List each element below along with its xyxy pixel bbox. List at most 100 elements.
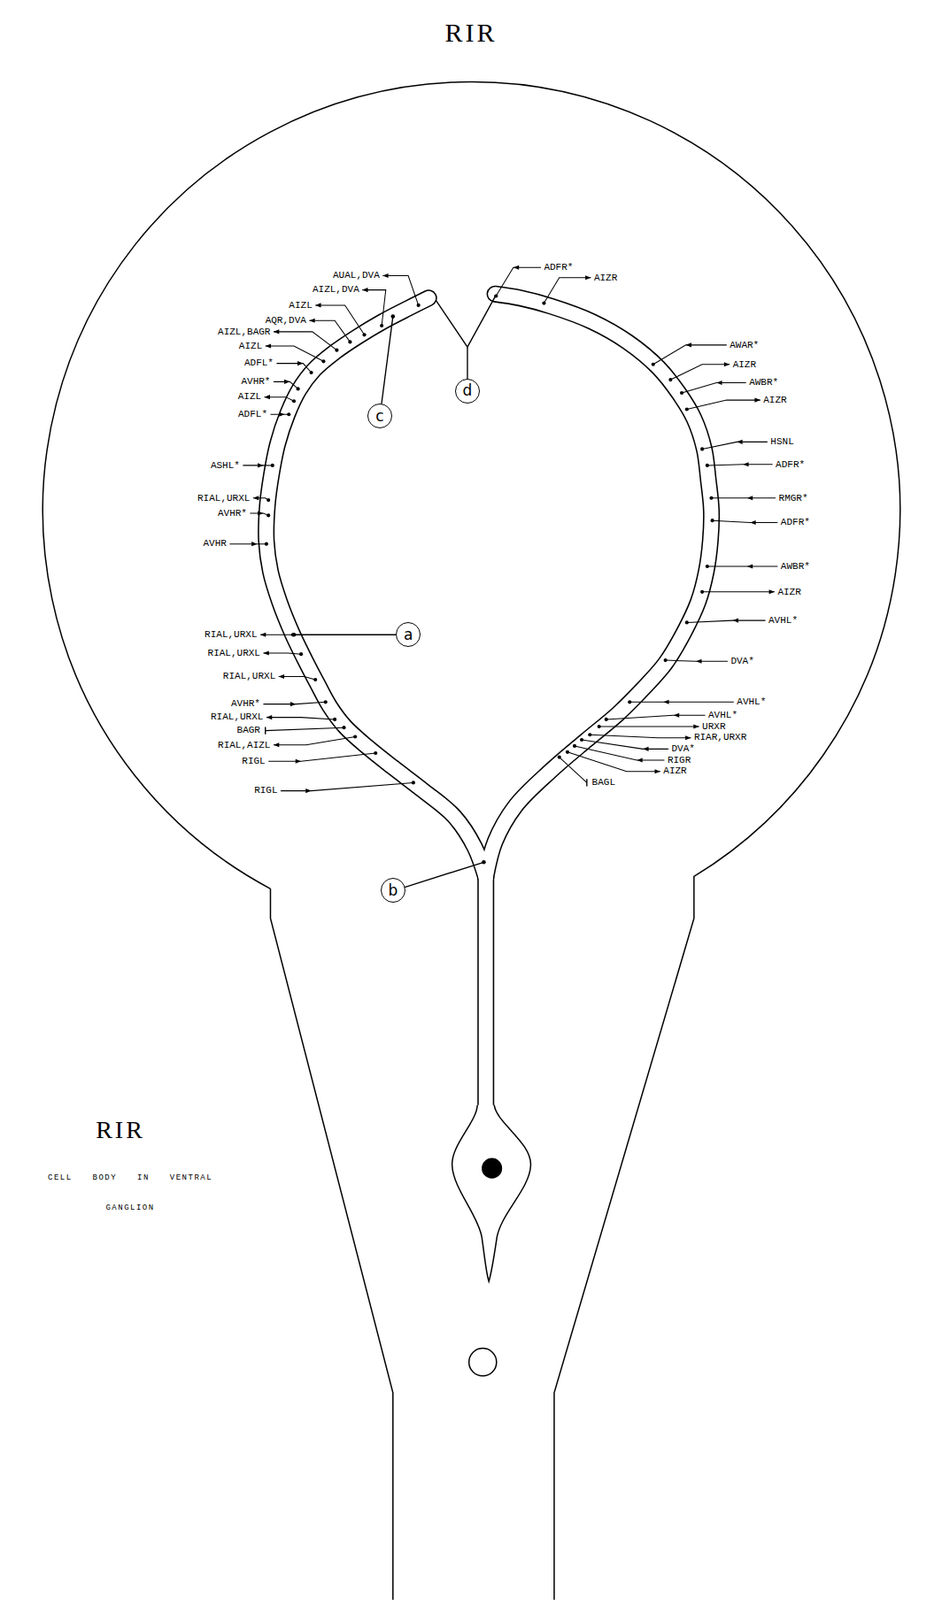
synapse-leader <box>253 495 271 502</box>
synapse-dot <box>292 633 297 638</box>
leader-line <box>665 660 728 662</box>
process-branch <box>266 298 487 879</box>
synapse-leader <box>572 744 665 764</box>
synapse-dot <box>705 463 710 468</box>
synapse-partner: AVHL* <box>708 710 738 721</box>
synapse-dot <box>709 496 713 501</box>
leader-line <box>262 653 302 655</box>
synapse-leader <box>308 318 352 345</box>
callout-letter: c <box>375 409 384 425</box>
cell-body <box>452 1105 532 1282</box>
synapse-dot <box>347 339 352 344</box>
synapse-partner: AIZL,BAGR <box>217 326 271 337</box>
synapse-partner: AIZR <box>733 359 757 370</box>
synapse-dot <box>565 750 570 755</box>
synapse-dot <box>579 738 584 742</box>
leader-line <box>382 275 418 305</box>
synapse-partner: AVHL* <box>736 697 766 708</box>
synapse-leader <box>273 734 357 748</box>
synapse-dot <box>324 700 328 704</box>
leader-line <box>495 267 541 296</box>
synapse-leader <box>266 715 337 722</box>
callout-circle: d <box>455 378 480 404</box>
synapse-dot <box>651 362 656 367</box>
synapse-partner: AIZR <box>763 394 787 405</box>
synapse-dot <box>334 348 339 353</box>
leader-line <box>687 400 761 410</box>
callout-letter: d <box>463 383 473 399</box>
leader-line <box>687 620 766 623</box>
synapse-dot <box>391 314 396 319</box>
synapse-dot <box>313 678 317 682</box>
leader-line <box>712 520 779 523</box>
callout-leader <box>435 294 496 348</box>
synapse-partner: AVHL* <box>768 615 798 626</box>
callout-dots <box>292 314 487 865</box>
synapse-leader <box>280 780 416 794</box>
synapse-leader <box>557 756 587 788</box>
synapse-leader <box>242 463 274 468</box>
leader-line <box>308 320 350 342</box>
synapse-dot <box>627 700 632 704</box>
callout-circle: a <box>395 622 421 648</box>
callout-letter: b <box>387 883 398 899</box>
callout-leader <box>404 862 484 888</box>
synapse-partner: AIZL <box>288 300 312 310</box>
leader-line <box>280 782 414 791</box>
synapse-partner: AVHR* <box>240 377 271 387</box>
synapse-leader <box>362 287 387 328</box>
callout-leader <box>293 634 396 636</box>
synapse-leader <box>260 633 295 638</box>
leader-line <box>273 332 337 351</box>
synapse-partner: BAGL <box>592 778 616 788</box>
leader-line <box>253 498 269 501</box>
synapse-leader <box>264 394 297 403</box>
synapse-partner: RIAL,URXL <box>204 630 257 641</box>
synapse-partner: AVHR* <box>231 699 261 710</box>
synapse-dot <box>664 658 668 663</box>
process-stem <box>477 878 495 1107</box>
synapse-dot <box>296 386 301 391</box>
synapse-dot <box>604 718 609 722</box>
figure-title: RIR <box>0 19 942 47</box>
leader-line <box>606 715 706 720</box>
synapse-partner: RIGR <box>667 755 691 765</box>
synapse-partner: ADFL* <box>238 409 268 420</box>
synapse-leader <box>494 265 541 299</box>
synapse-partner: AIZL <box>239 340 263 351</box>
leader-line <box>242 464 272 466</box>
synapse-dot <box>286 412 291 417</box>
synapse-dot <box>668 378 672 382</box>
process-branch <box>486 293 712 878</box>
synapse-dot <box>597 725 602 729</box>
synapse-partner: AVHR* <box>217 508 248 518</box>
synapse-partner: RIAL,URXL <box>223 671 276 682</box>
synapse-leader <box>700 440 768 452</box>
synapse-dot <box>557 756 562 760</box>
synapse-leader <box>710 518 779 526</box>
synapse-dot <box>705 564 710 569</box>
leader-line <box>273 381 299 389</box>
synapse-leader <box>315 302 366 337</box>
head-outline <box>270 888 393 1600</box>
leader-line <box>229 543 266 545</box>
synapse-partner: ADFL* <box>244 358 274 369</box>
synapse-leader <box>709 495 776 501</box>
synapse-leader <box>382 273 420 308</box>
synapse-leader <box>579 738 669 752</box>
leader-line <box>262 702 325 704</box>
synapse-partner: ASHL* <box>210 460 240 471</box>
synapse-leaders <box>229 265 778 794</box>
synapse-dot <box>411 780 416 785</box>
synapse-leader <box>651 342 727 367</box>
synapse-dot <box>321 359 325 363</box>
synapse-dot <box>292 399 296 403</box>
synapse-leader <box>679 380 747 395</box>
head-outline <box>42 82 900 1600</box>
synapse-partner: AIZL <box>238 392 262 402</box>
synapse-leader <box>587 733 691 741</box>
leader-line <box>702 441 768 449</box>
leader-line <box>276 363 311 373</box>
synapse-partner: AIZL,DVA <box>312 285 360 295</box>
synapse-leader <box>265 343 326 363</box>
